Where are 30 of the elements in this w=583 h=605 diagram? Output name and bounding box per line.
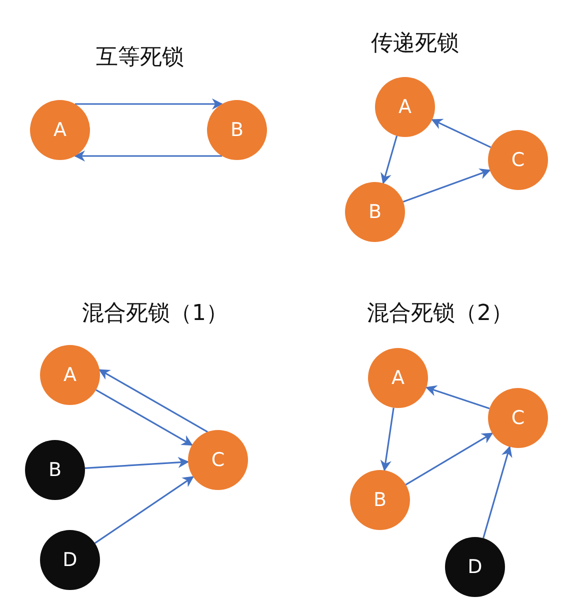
arrow bbox=[96, 389, 193, 446]
circle-node: B bbox=[207, 100, 267, 160]
circle-node: B bbox=[25, 440, 85, 500]
panel-label: 传递死锁 bbox=[371, 30, 459, 58]
circle-node: A bbox=[40, 345, 100, 405]
arrow bbox=[482, 446, 512, 538]
circle-node: B bbox=[345, 182, 405, 242]
arrow bbox=[75, 98, 224, 110]
circle-node: D bbox=[40, 530, 100, 590]
circle-node: A bbox=[368, 348, 428, 408]
arrow bbox=[74, 150, 222, 162]
arrow bbox=[380, 136, 398, 184]
panel-label: 混合死锁（2） bbox=[367, 300, 513, 328]
arrow bbox=[380, 408, 394, 472]
circle-node: D bbox=[445, 537, 505, 597]
circle-node: C bbox=[488, 130, 548, 190]
circle-node: A bbox=[375, 77, 435, 137]
arrow bbox=[405, 432, 494, 486]
arrow bbox=[431, 118, 492, 148]
arrow bbox=[94, 476, 194, 544]
panel-label: 互等死锁 bbox=[96, 44, 184, 72]
arrow bbox=[98, 369, 208, 433]
circle-node: C bbox=[488, 388, 548, 448]
circle-node: C bbox=[188, 430, 248, 490]
arrow bbox=[84, 456, 190, 469]
circle-node: A bbox=[30, 100, 90, 160]
panel-label: 混合死锁（1） bbox=[82, 300, 228, 328]
arrow bbox=[425, 385, 490, 410]
arrow bbox=[402, 168, 491, 202]
circle-node: B bbox=[350, 470, 410, 530]
